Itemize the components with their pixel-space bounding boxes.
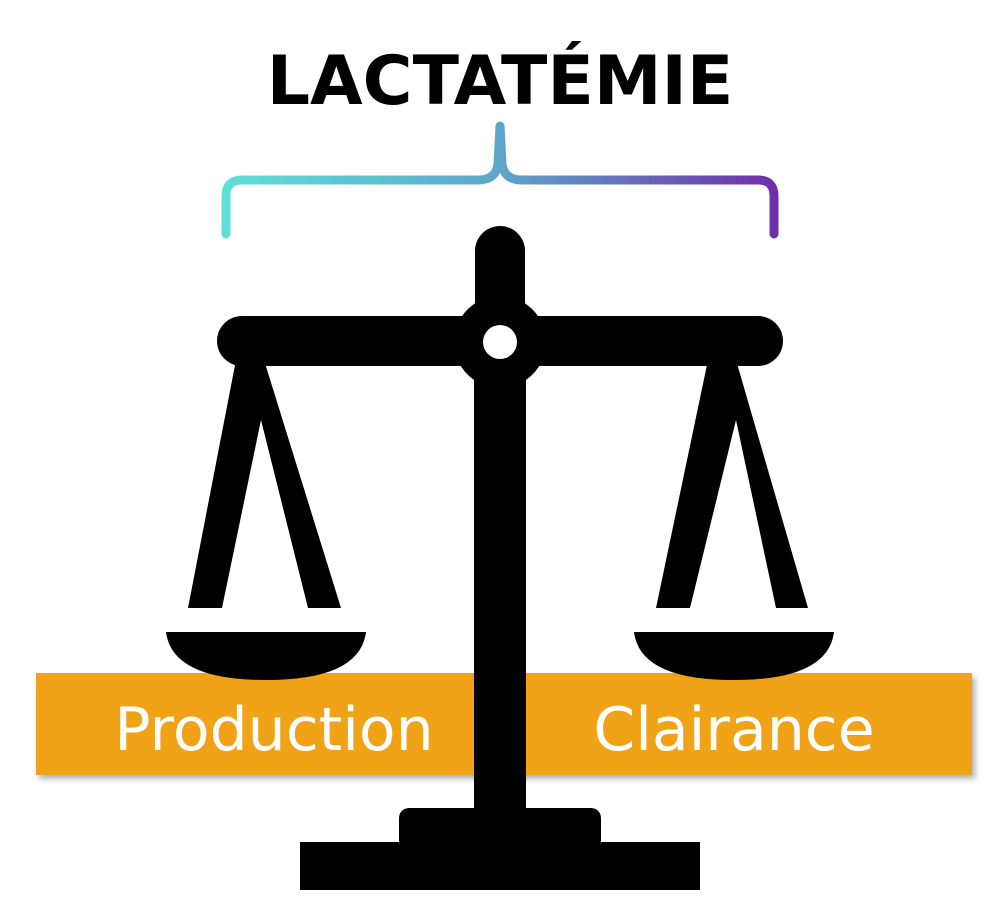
left-hanger	[188, 360, 341, 608]
scale-base-step	[399, 808, 601, 850]
right-pan	[634, 632, 834, 680]
clairance-label: Clairance	[593, 695, 874, 765]
left-pan	[166, 632, 366, 680]
diagram-title: LACTATÉMIE	[267, 41, 734, 121]
scale-base	[300, 842, 700, 890]
curly-brace-icon	[221, 121, 779, 239]
scale-column	[474, 360, 526, 830]
pivot-hole	[483, 325, 517, 359]
right-hanger	[656, 360, 808, 608]
production-label: Production	[114, 695, 433, 765]
